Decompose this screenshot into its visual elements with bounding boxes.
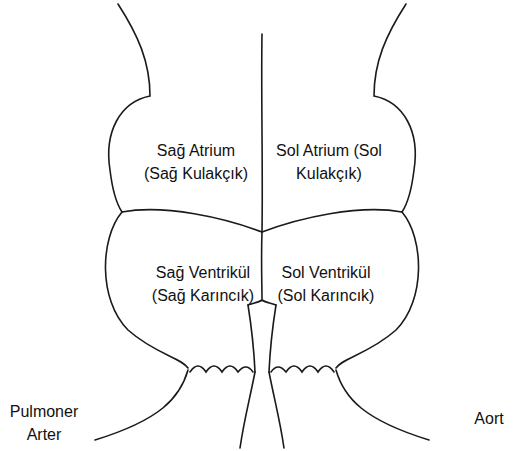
chamber-label-box: Sağ Ventrikül (Sağ Karıncık) xyxy=(146,261,260,307)
atrium-wall xyxy=(109,4,150,212)
chamber-label-box: Sağ Atrium (Sağ Kulakçık) xyxy=(140,139,252,185)
chamber-name: Sağ Atrium (Sağ Kulakçık) xyxy=(140,139,252,185)
artery-label: Aort xyxy=(466,407,512,430)
valve-cusps xyxy=(190,366,253,372)
right-heart-half xyxy=(95,4,262,448)
chamber-name: Sağ Ventrikül (Sağ Karıncık) xyxy=(146,261,260,307)
artery-outer-wall xyxy=(95,370,188,440)
artery-inner-wall xyxy=(240,372,255,448)
chamber-name: Sol Atrium (Sol Kulakçık) xyxy=(276,139,382,185)
artery-label: Pulmoner Arter xyxy=(4,400,84,446)
chamber-label-box: Sol Atrium (Sol Kulakçık) xyxy=(276,139,382,185)
left-heart-half xyxy=(262,4,429,448)
septum xyxy=(248,34,276,305)
septum-base xyxy=(248,305,255,372)
chamber-label-box: Sol Ventrikül (Sol Karıncık) xyxy=(273,261,379,307)
heart-half xyxy=(95,4,429,448)
chamber-name: Sol Ventrikül (Sol Karıncık) xyxy=(273,261,379,307)
av-boundary xyxy=(122,210,262,232)
